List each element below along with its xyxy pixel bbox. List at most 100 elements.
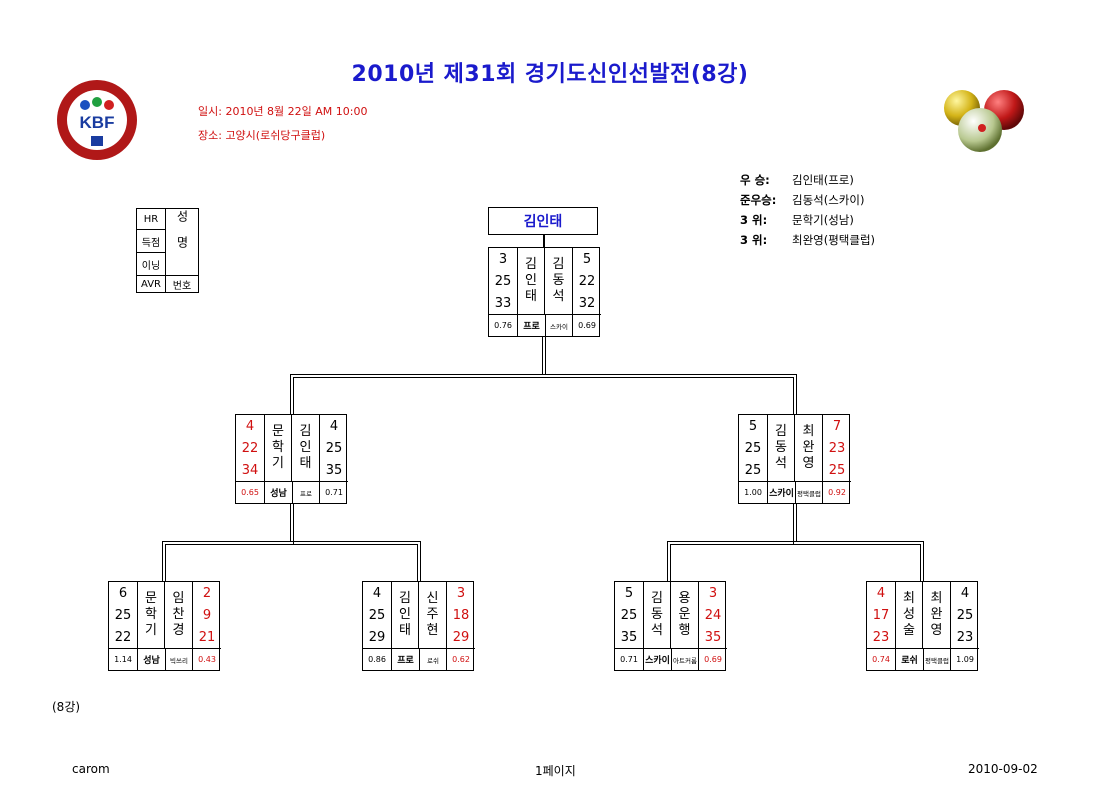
left-hr: 3 bbox=[489, 248, 517, 270]
footer-left: carom bbox=[72, 762, 110, 776]
right-inning: 32 bbox=[573, 292, 601, 314]
logo-text: KBF bbox=[80, 113, 115, 132]
legend-hr: HR bbox=[137, 209, 166, 230]
right-club: 평택클럽 bbox=[795, 481, 823, 503]
right-avr: 0.69 bbox=[699, 648, 727, 670]
right-score: 18 bbox=[447, 604, 475, 626]
right-hr: 4 bbox=[951, 582, 979, 604]
left-club: 로쉬 bbox=[895, 648, 923, 670]
left-club: 성남 bbox=[137, 648, 165, 670]
billiard-balls-icon bbox=[940, 86, 1030, 156]
billiard-balls-image bbox=[940, 86, 1030, 156]
legend-box: HR 성명 득점 이닝 AVR 번호 bbox=[136, 208, 199, 293]
right-score: 25 bbox=[320, 437, 348, 459]
right-avr: 0.69 bbox=[573, 314, 601, 336]
left-club: 스카이 bbox=[767, 481, 795, 503]
right-avr: 0.43 bbox=[193, 648, 221, 670]
left-inning: 29 bbox=[363, 626, 391, 648]
left-inning: 35 bbox=[615, 626, 643, 648]
page-title: 2010년 제31회 경기도신인선발전(8강) bbox=[0, 56, 1100, 88]
left-inning: 33 bbox=[489, 292, 517, 314]
right-inning: 21 bbox=[193, 626, 221, 648]
result-runner-up: 준우승:김동석(스카이) bbox=[740, 190, 875, 210]
right-hr: 7 bbox=[823, 415, 851, 437]
legend-no: 번호 bbox=[166, 276, 199, 293]
left-score: 25 bbox=[363, 604, 391, 626]
right-hr: 2 bbox=[193, 582, 221, 604]
footer-date: 2010-09-02 bbox=[968, 762, 1038, 776]
left-club: 스카이 bbox=[643, 648, 671, 670]
left-hr: 4 bbox=[363, 582, 391, 604]
left-score: 25 bbox=[489, 270, 517, 292]
event-date: 일시: 2010년 8월 22일 AM 10:00 bbox=[198, 103, 368, 119]
left-score: 22 bbox=[236, 437, 264, 459]
left-hr: 5 bbox=[739, 415, 767, 437]
right-inning: 35 bbox=[320, 459, 348, 481]
right-score: 24 bbox=[699, 604, 727, 626]
right-club: 스카이 bbox=[545, 314, 573, 336]
result-champion: 우 승:김인태(프로) bbox=[740, 170, 875, 190]
left-avr: 1.14 bbox=[109, 648, 137, 670]
right-hr: 3 bbox=[447, 582, 475, 604]
right-inning: 29 bbox=[447, 626, 475, 648]
right-avr: 0.62 bbox=[447, 648, 475, 670]
left-avr: 0.74 bbox=[867, 648, 895, 670]
right-club: 평택클럽 bbox=[923, 648, 951, 670]
left-inning: 23 bbox=[867, 626, 895, 648]
left-avr: 0.76 bbox=[489, 314, 517, 336]
kbf-logo: KBF bbox=[55, 78, 139, 162]
legend-inning: 이닝 bbox=[137, 253, 166, 276]
left-hr: 6 bbox=[109, 582, 137, 604]
results-list: 우 승:김인태(프로) 준우승:김동석(스카이) 3 위:문학기(성남) 3 위… bbox=[740, 170, 875, 250]
right-inning: 25 bbox=[823, 459, 851, 481]
right-hr: 3 bbox=[699, 582, 727, 604]
champion-box: 김인태 bbox=[488, 207, 598, 235]
left-avr: 0.86 bbox=[363, 648, 391, 670]
left-club: 성남 bbox=[264, 481, 292, 503]
stage-label: (8강) bbox=[52, 698, 80, 715]
right-club: 프로 bbox=[292, 481, 320, 503]
right-score: 25 bbox=[951, 604, 979, 626]
event-place: 장소: 고양시(로쉬당구클럽) bbox=[198, 127, 325, 143]
right-hr: 5 bbox=[573, 248, 601, 270]
result-third-1: 3 위:문학기(성남) bbox=[740, 210, 875, 230]
left-avr: 1.00 bbox=[739, 481, 767, 503]
right-club: 아트커롬 bbox=[671, 648, 699, 670]
right-score: 9 bbox=[193, 604, 221, 626]
left-score: 17 bbox=[867, 604, 895, 626]
left-club: 프로 bbox=[391, 648, 419, 670]
left-score: 25 bbox=[739, 437, 767, 459]
right-club: 빅쓰리 bbox=[165, 648, 193, 670]
right-inning: 23 bbox=[951, 626, 979, 648]
right-inning: 35 bbox=[699, 626, 727, 648]
kbf-emblem-icon: KBF bbox=[55, 78, 139, 162]
footer-page: 1페이지 bbox=[535, 762, 576, 779]
left-inning: 34 bbox=[236, 459, 264, 481]
right-avr: 0.71 bbox=[320, 481, 348, 503]
left-inning: 25 bbox=[739, 459, 767, 481]
left-score: 25 bbox=[615, 604, 643, 626]
right-score: 22 bbox=[573, 270, 601, 292]
legend-name: 성명 bbox=[166, 209, 199, 276]
left-score: 25 bbox=[109, 604, 137, 626]
left-hr: 4 bbox=[236, 415, 264, 437]
right-score: 23 bbox=[823, 437, 851, 459]
result-third-2: 3 위:최완영(평택클럽) bbox=[740, 230, 875, 250]
left-club: 프로 bbox=[517, 314, 545, 336]
right-club: 로쉬 bbox=[419, 648, 447, 670]
